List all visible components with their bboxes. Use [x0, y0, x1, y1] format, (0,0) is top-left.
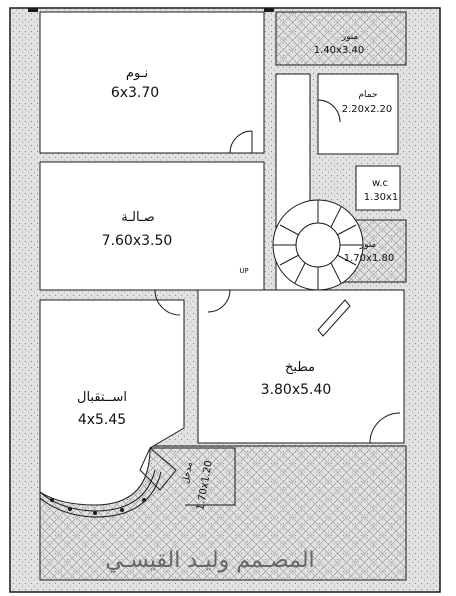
reception-name: اســتقبال	[77, 390, 127, 405]
lightwell-mid-dimensions: 1.70x1.80	[343, 253, 395, 264]
bathroom-room	[317, 73, 399, 155]
bedroom-room	[39, 11, 265, 154]
reception-dimensions: 4x5.45	[77, 412, 127, 428]
lightwell-top-dimensions: 1.40x3.40	[313, 45, 365, 56]
wc-name: w.c	[372, 178, 388, 189]
hall-door	[154, 289, 181, 316]
hall-room	[39, 161, 265, 291]
spiral-stair	[272, 199, 364, 291]
wc-dimensions: 1.30x1	[363, 192, 399, 203]
lightwell-door	[317, 299, 351, 337]
bay-window	[39, 469, 156, 512]
entry-door	[139, 447, 177, 491]
hall-dimensions: 7.60x3.50	[101, 233, 173, 249]
lightwell-mid-name: منور	[359, 240, 377, 250]
entrance-area	[150, 447, 236, 506]
lightwell-top-name: منور	[341, 32, 359, 42]
bath-door	[317, 99, 341, 123]
bedroom-name: نـوم	[125, 66, 149, 81]
hall-name: صـالـة	[121, 210, 155, 225]
kitchen-door	[369, 412, 401, 444]
kitchen-dimensions: 3.80x5.40	[260, 382, 332, 398]
bedroom-door	[229, 130, 253, 154]
bedroom-dimensions: 6x3.70	[110, 85, 160, 101]
kitchen-name: مطبخ	[285, 360, 315, 375]
kitchen-room	[197, 289, 405, 444]
stair-up-label: UP	[239, 267, 249, 275]
designer-credit: المصـمم وليـد القيسـي	[105, 548, 315, 573]
lightwell-top-area	[275, 11, 407, 66]
wc-room	[355, 165, 401, 211]
reception-room	[39, 299, 185, 506]
bathroom-dimensions: 2.20x2.20	[341, 104, 393, 115]
bathroom-name: حمام	[358, 90, 378, 100]
